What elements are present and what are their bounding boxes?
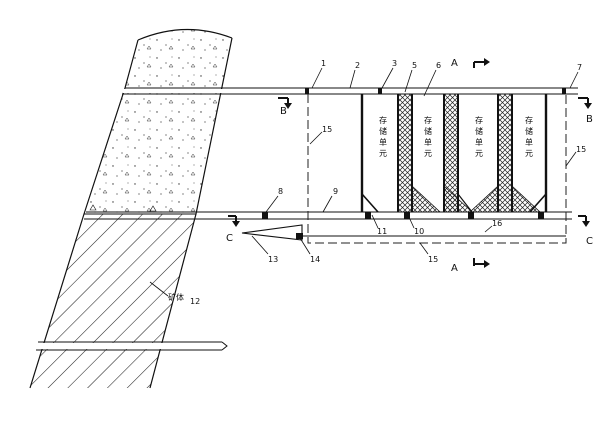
storage-char: 存 bbox=[475, 115, 483, 125]
funnel-3 bbox=[468, 185, 499, 213]
storage-units bbox=[360, 93, 548, 213]
callout-9: 9 bbox=[333, 187, 338, 196]
section-mark-c-left: C bbox=[226, 233, 233, 244]
roadway-markers bbox=[262, 88, 566, 239]
storage-char: 储 bbox=[379, 126, 387, 136]
storage-char: 单 bbox=[525, 137, 533, 147]
pillar-3 bbox=[497, 93, 513, 213]
callout-15-left: 15 bbox=[322, 125, 332, 134]
callout-8: 8 bbox=[278, 187, 283, 196]
rock-column bbox=[29, 28, 233, 389]
storage-char: 单 bbox=[424, 137, 432, 147]
storage-char: 储 bbox=[424, 126, 432, 136]
overburden-rock bbox=[84, 29, 232, 215]
storage-label-1: 存 储 单 元 bbox=[379, 115, 387, 158]
storage-char: 存 bbox=[424, 115, 432, 125]
callout-14: 14 bbox=[310, 255, 320, 264]
funnel-4 bbox=[511, 185, 542, 213]
callout-12: 12 bbox=[190, 297, 200, 306]
pillar-1 bbox=[397, 93, 413, 213]
callout-2: 2 bbox=[355, 61, 360, 70]
storage-char: 单 bbox=[475, 137, 483, 147]
storage-label-2: 存 储 单 元 bbox=[424, 115, 432, 158]
storage-label-3: 存 储 单 元 bbox=[475, 115, 483, 158]
callout-13: 13 bbox=[268, 255, 278, 264]
callout-3: 3 bbox=[392, 59, 397, 68]
section-mark-a-bottom: A bbox=[451, 263, 458, 274]
section-mark-c-right: C bbox=[586, 236, 593, 247]
storage-unit-labels: 存 储 单 元 存 储 单 元 存 储 单 元 存 储 单 元 bbox=[379, 115, 533, 158]
ore-body-label: 矿体 bbox=[168, 292, 184, 302]
callout-7: 7 bbox=[577, 63, 582, 72]
storage-char: 储 bbox=[475, 126, 483, 136]
callout-1: 1 bbox=[321, 59, 326, 68]
callout-15-bottom: 15 bbox=[428, 255, 438, 264]
section-mark-b-right: B bbox=[586, 114, 593, 125]
callout-10: 10 bbox=[414, 227, 424, 236]
storage-char: 元 bbox=[475, 149, 483, 158]
storage-char: 元 bbox=[525, 149, 533, 158]
storage-char: 储 bbox=[525, 126, 533, 136]
section-mark-b-left: B bbox=[280, 106, 287, 117]
storage-label-4: 存 储 单 元 bbox=[525, 115, 533, 158]
funnel-1 bbox=[411, 185, 442, 213]
section-markers: A A B B C C bbox=[226, 58, 593, 274]
storage-char: 元 bbox=[379, 149, 387, 158]
branch-tunnel bbox=[241, 224, 303, 241]
storage-char: 单 bbox=[379, 137, 387, 147]
callout-15-right: 15 bbox=[576, 145, 586, 154]
storage-char: 元 bbox=[424, 149, 432, 158]
leader-lines bbox=[149, 67, 579, 297]
callout-numbers: 1 2 3 5 6 7 8 9 10 11 12 13 14 15 15 15 … bbox=[168, 59, 586, 306]
storage-char: 存 bbox=[379, 115, 387, 125]
callout-11: 11 bbox=[377, 227, 387, 236]
storage-char: 存 bbox=[525, 115, 533, 125]
dashed-boundary bbox=[307, 94, 567, 244]
callout-6: 6 bbox=[436, 61, 441, 70]
callout-16: 16 bbox=[492, 219, 502, 228]
callout-5: 5 bbox=[412, 61, 417, 70]
section-mark-a-top: A bbox=[451, 58, 458, 69]
